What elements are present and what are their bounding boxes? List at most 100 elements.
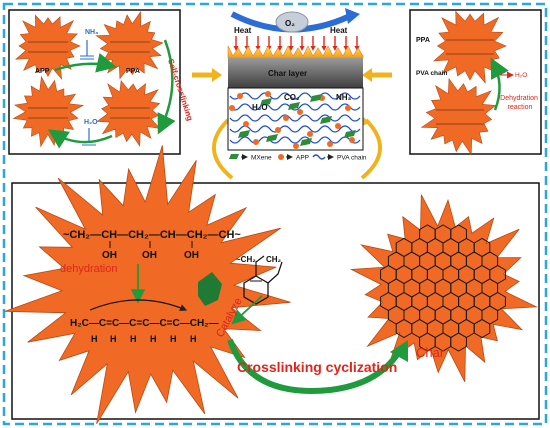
tl-star-structure-4 — [110, 107, 150, 119]
dehydration-reaction-label: Dehydration reaction — [500, 95, 540, 111]
tr-star-1 — [433, 10, 507, 84]
self-crosslinking-arrow — [157, 39, 176, 135]
tr-h2o-label: H₂O — [515, 72, 527, 79]
gas-h2o-label: H₂O — [252, 103, 268, 112]
dehydration-label: dehydration — [60, 263, 118, 275]
pva-chain-2 — [229, 103, 361, 111]
gas-co2-label: CO₂ — [284, 93, 300, 102]
mxene-flake-1 — [260, 98, 272, 106]
pva-chain-1 — [229, 92, 361, 100]
pva-chain-5 — [229, 136, 361, 144]
app-particle-7 — [275, 127, 281, 133]
tl-star-3 — [12, 75, 85, 148]
app-particle-14 — [327, 141, 333, 147]
tl-star-structure-2 — [110, 41, 150, 53]
mxene-flake-7 — [344, 130, 356, 138]
app-particle-8 — [307, 131, 313, 137]
h-label-4: H — [150, 334, 157, 344]
dehydration-reaction-line1: Dehydration — [500, 95, 538, 102]
char-hexagon-52 — [473, 318, 491, 339]
legend-app-label: APP — [296, 155, 309, 162]
right-to-center-arrowhead — [362, 68, 372, 82]
mxene-flake-6 — [266, 134, 278, 142]
app-particle-15 — [283, 115, 289, 121]
left-to-center-arrowhead — [212, 68, 222, 82]
tl-star-4 — [96, 79, 161, 147]
top-right-panel: PPA PVA chain H₂O Dehydration reaction — [409, 9, 542, 156]
o2-arrowhead — [345, 8, 360, 24]
o2-label: O₂ — [285, 19, 295, 28]
oh-label-2: OH — [142, 250, 157, 261]
crosslinking-label: Crosslinking cyclization — [237, 359, 397, 375]
tr-ppa-label: PPA — [416, 37, 430, 44]
gas-nh3-label: NH₃ — [336, 93, 352, 102]
tr-star-2 — [420, 77, 497, 156]
legend-mxene-label: MXene — [251, 155, 272, 162]
center-panel: O₂ Heat Heat Char layer H₂O CO₂ NH₃ MXen… — [227, 8, 367, 162]
app-particle-9 — [335, 123, 341, 129]
bottom-panel: ~CH₂—CH—CH₂—CH—CH₂—CH~ OH OH OH dehydrat… — [4, 145, 540, 425]
h-label-6: H — [190, 334, 197, 344]
h-label-3: H — [130, 334, 137, 344]
tl-star-structure-1 — [28, 41, 68, 53]
app-particle-13 — [229, 105, 235, 111]
char-graphene-network — [380, 224, 506, 352]
ch2-label-1: ~CH₂ — [236, 255, 256, 264]
app-particle-10 — [253, 139, 259, 145]
oh-label-3: OH — [184, 250, 199, 261]
app-particle-1 — [237, 93, 243, 99]
char-label: Char — [416, 345, 445, 360]
reaction-star — [4, 145, 291, 425]
app-particle-12 — [349, 137, 355, 143]
tl-star-structure-3 — [28, 107, 68, 119]
h-label-5: H — [170, 334, 177, 344]
nh3-label: NH₃ — [85, 29, 98, 36]
mxene-flake-2 — [310, 94, 322, 102]
bottom-crosslink-arrow — [47, 129, 113, 149]
heat-arrowhead-9 — [321, 46, 327, 51]
heat-arrowhead-8 — [310, 46, 316, 51]
char-layer-label: Char layer — [268, 69, 307, 78]
left-loop-arrow — [211, 118, 234, 180]
app-particle-3 — [297, 109, 303, 115]
flames — [227, 45, 364, 59]
benzene-side-chain-2 — [267, 261, 283, 284]
legend-mxene-swatch — [229, 154, 239, 159]
benzene-side-chain-1 — [255, 255, 265, 276]
app-to-ppa-arrow — [54, 52, 117, 73]
heat-left-label: Heat — [234, 26, 252, 35]
heat-right-label: Heat — [330, 26, 348, 35]
heat-arrowhead-1 — [233, 46, 239, 51]
h-label-2: H — [110, 334, 117, 344]
conjugation-arrow — [89, 299, 188, 312]
h2o-label: H₂O — [84, 119, 98, 126]
mxene-catalyst-flake — [198, 272, 222, 306]
legend-pva-label: PVA chain — [337, 155, 367, 162]
legend-app-swatch — [278, 154, 284, 160]
mxene-flake-8 — [300, 138, 312, 146]
mxene-flake-3 — [238, 130, 250, 138]
pva-chain-3 — [229, 114, 361, 122]
pva-formula: ~CH₂—CH—CH₂—CH—CH₂—CH~ — [63, 229, 241, 241]
ppa-label: PPA — [126, 68, 140, 75]
oh-label-1: OH — [102, 250, 117, 261]
heat-arrowhead-7 — [299, 46, 305, 51]
tr-star-structure-2 — [436, 109, 484, 125]
mxene-flake-5 — [320, 116, 332, 124]
heat-arrowhead-6 — [288, 46, 294, 51]
dehydration-arrow — [490, 57, 509, 111]
h-label-1: H — [91, 334, 98, 344]
app-particle-6 — [243, 121, 249, 127]
app-particle-11 — [293, 143, 299, 149]
o2-cloud — [275, 11, 309, 33]
legend-pva-swatch — [312, 154, 326, 160]
ch2-label-2: CH₂ — [266, 255, 282, 264]
tr-pva-chain-label: PVA chain — [416, 70, 447, 77]
heat-arrowhead-5 — [277, 46, 283, 51]
char-layer — [228, 58, 363, 88]
app-particle-5 — [345, 105, 351, 111]
char-star — [349, 194, 539, 382]
